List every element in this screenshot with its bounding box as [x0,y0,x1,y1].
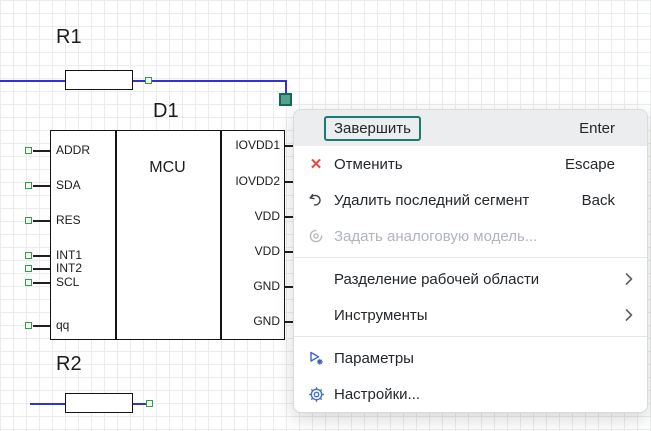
r2-reference-label[interactable]: R2 [56,353,82,375]
menu-item-split-workspace[interactable]: Разделение рабочей области [294,261,647,297]
r1-reference-label[interactable]: R1 [56,26,82,48]
icon-spacer [306,270,326,288]
menu-item-label: Задать аналоговую модель... [334,227,538,245]
pin-connection-point[interactable] [25,279,32,286]
undo-icon [306,191,326,209]
chevron-right-icon [625,273,633,285]
pin-label: IOVDD2 [235,174,280,188]
mcu-type-label: MCU [149,159,186,176]
pin-connection-point[interactable] [25,147,32,154]
pin-label: GND [253,314,280,328]
focused-item-outline: Завершить [324,115,421,141]
wire-endpoint-handle[interactable] [279,93,292,106]
pin-label: qq [56,318,70,332]
wire-segment[interactable] [133,80,287,82]
pin-connection-point[interactable] [25,265,32,272]
wire-segment[interactable] [133,403,149,405]
menu-separator [294,257,647,258]
menu-item-label: Разделение рабочей области [334,270,540,288]
gear-icon [306,385,326,403]
menu-item-shortcut: Back [581,191,615,209]
pin-stub[interactable] [33,282,50,284]
pin-label: RES [56,213,81,227]
menu-item-label: Удалить последний сегмент [334,191,530,209]
pin-stub[interactable] [33,268,50,270]
wire-segment[interactable] [0,80,66,82]
mcu-component-body[interactable] [50,130,285,340]
spiral-icon [306,227,326,245]
mcu-inner-divider-right [220,130,222,340]
cancel-icon: ✕ [309,155,323,173]
pin-label: SCL [56,275,80,289]
pin-stub[interactable] [285,181,296,183]
chevron-right-icon [625,309,633,321]
menu-item-tools[interactable]: Инструменты [294,297,647,333]
pin-connection-point[interactable] [146,400,153,407]
pin-label: GND [253,279,280,293]
menu-item-label: Отменить [334,155,403,173]
pin-stub[interactable] [33,150,50,152]
menu-item-finish[interactable]: Завершить Enter [294,110,647,146]
pin-stub[interactable] [33,255,50,257]
wire-segment[interactable] [285,80,287,96]
resistor-r2-body[interactable] [65,393,133,413]
wire-segment[interactable] [30,403,66,405]
icon-spacer [306,119,326,137]
d1-reference-label[interactable]: D1 [153,100,179,122]
pin-stub[interactable] [33,220,50,222]
menu-item-cancel[interactable]: ✕ Отменить Escape [294,146,647,182]
icon-spacer [306,306,326,324]
menu-item-delete-last-segment[interactable]: Удалить последний сегмент Back [294,182,647,218]
pin-stub[interactable] [285,216,296,218]
pin-label: ADDR [56,143,91,157]
pin-label: INT2 [56,261,83,275]
context-menu: Завершить Enter ✕ Отменить Escape Удалит… [293,109,648,413]
pin-connection-point[interactable] [25,217,32,224]
pin-stub[interactable] [285,321,296,323]
pin-label: VDD [254,244,280,258]
pin-stub[interactable] [285,286,296,288]
menu-item-label: Инструменты [334,306,428,324]
pin-stub[interactable] [285,145,296,147]
pin-label: SDA [56,178,81,192]
pin-label: IOVDD1 [235,138,280,152]
menu-item-settings[interactable]: Настройки... [294,376,647,412]
pin-connection-point[interactable] [25,322,32,329]
mcu-inner-divider-left [115,130,117,340]
menu-item-label: Параметры [334,349,414,367]
menu-item-set-analog-model: Задать аналоговую модель... [294,218,647,254]
pin-connection-point[interactable] [25,252,32,259]
parameters-icon [306,349,326,367]
pin-stub[interactable] [285,251,296,253]
menu-item-parameters[interactable]: Параметры [294,340,647,376]
pin-stub[interactable] [33,185,50,187]
pin-connection-point[interactable] [145,77,152,84]
pin-label: VDD [254,209,280,223]
pin-stub[interactable] [33,325,50,327]
menu-item-shortcut: Escape [564,155,615,173]
resistor-r1-body[interactable] [65,70,133,90]
menu-item-shortcut: Enter [579,119,615,137]
pin-connection-point[interactable] [25,182,32,189]
menu-separator [294,336,647,337]
menu-item-label: Настройки... [334,385,421,403]
pin-label: INT1 [56,248,83,262]
menu-item-label: Завершить [334,119,411,137]
